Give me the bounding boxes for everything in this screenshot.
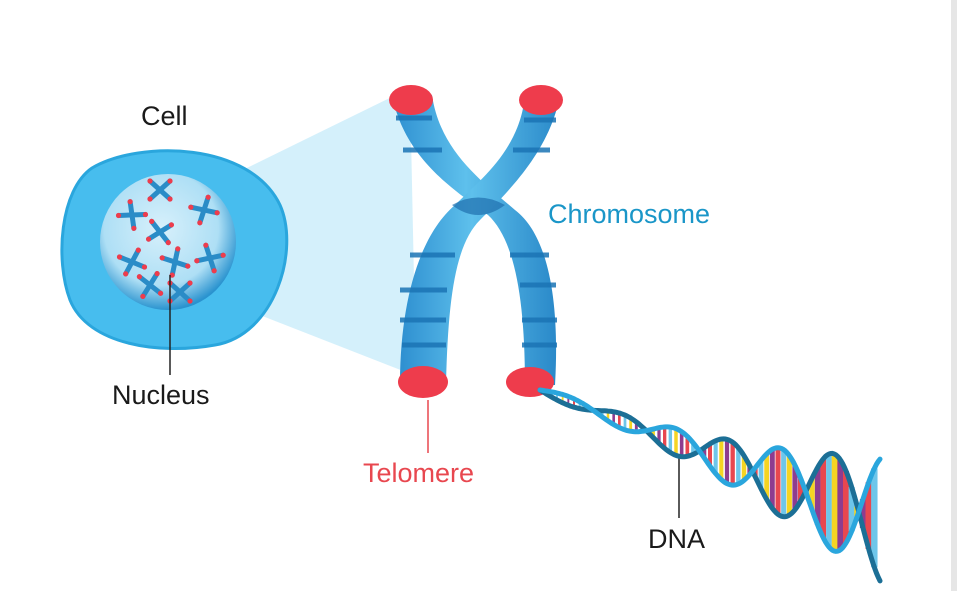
nucleus-label: Nucleus (112, 380, 210, 410)
mini-chromosome (188, 194, 220, 226)
chromosome-label: Chromosome (548, 199, 711, 229)
mini-chromosome (145, 218, 175, 246)
mini-chromosome (116, 247, 148, 277)
telomere-label: Telomere (363, 458, 475, 488)
mini-chromosomes (115, 178, 226, 304)
chromosome (389, 85, 563, 398)
telomere-bottom-left (398, 366, 448, 398)
mini-chromosome (147, 178, 173, 202)
mini-chromosome (159, 246, 191, 278)
page-edge (951, 0, 957, 591)
telomere-top-right (519, 85, 563, 115)
dna-backbone (537, 387, 883, 554)
mini-chromosome (194, 242, 226, 274)
mini-chromosome (115, 199, 149, 231)
mini-chromosome (136, 270, 164, 300)
telomere-top-left (389, 85, 433, 115)
dna-helix (537, 387, 883, 584)
cell-label: Cell (141, 101, 188, 131)
nucleus (100, 174, 236, 310)
dna-label: DNA (648, 524, 706, 554)
